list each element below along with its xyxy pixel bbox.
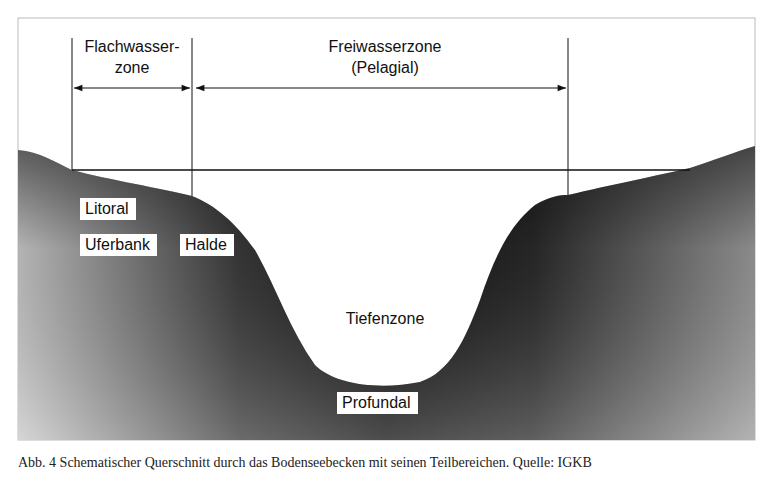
zone-label: Litoral (85, 199, 131, 219)
zone-label-box: Uferbank (80, 234, 157, 256)
figure-caption: Abb. 4 Schematischer Querschnitt durch d… (18, 455, 758, 471)
zone-boundary (192, 38, 193, 196)
zone-heading: Tiefenzone (315, 308, 455, 329)
dimension-arrow (196, 87, 566, 88)
dimension-arrow (74, 87, 190, 88)
zone-boundary (72, 38, 73, 170)
zone-heading: Freiwasserzone (Pelagial) (315, 36, 455, 78)
zone-boundary (568, 38, 569, 195)
zone-label: Profundal (342, 393, 413, 413)
zone-label: Halde (185, 235, 229, 255)
zone-label: Uferbank (85, 235, 152, 255)
water-surface (72, 169, 690, 171)
zone-heading: Flachwasser- zone (72, 36, 192, 78)
zone-label-box: Litoral (80, 198, 136, 220)
lake-bed-shade (18, 146, 755, 440)
zone-label-box: Profundal (337, 392, 418, 414)
lake-bed (18, 146, 755, 440)
zone-label-box: Halde (180, 234, 234, 256)
frame (18, 18, 755, 440)
